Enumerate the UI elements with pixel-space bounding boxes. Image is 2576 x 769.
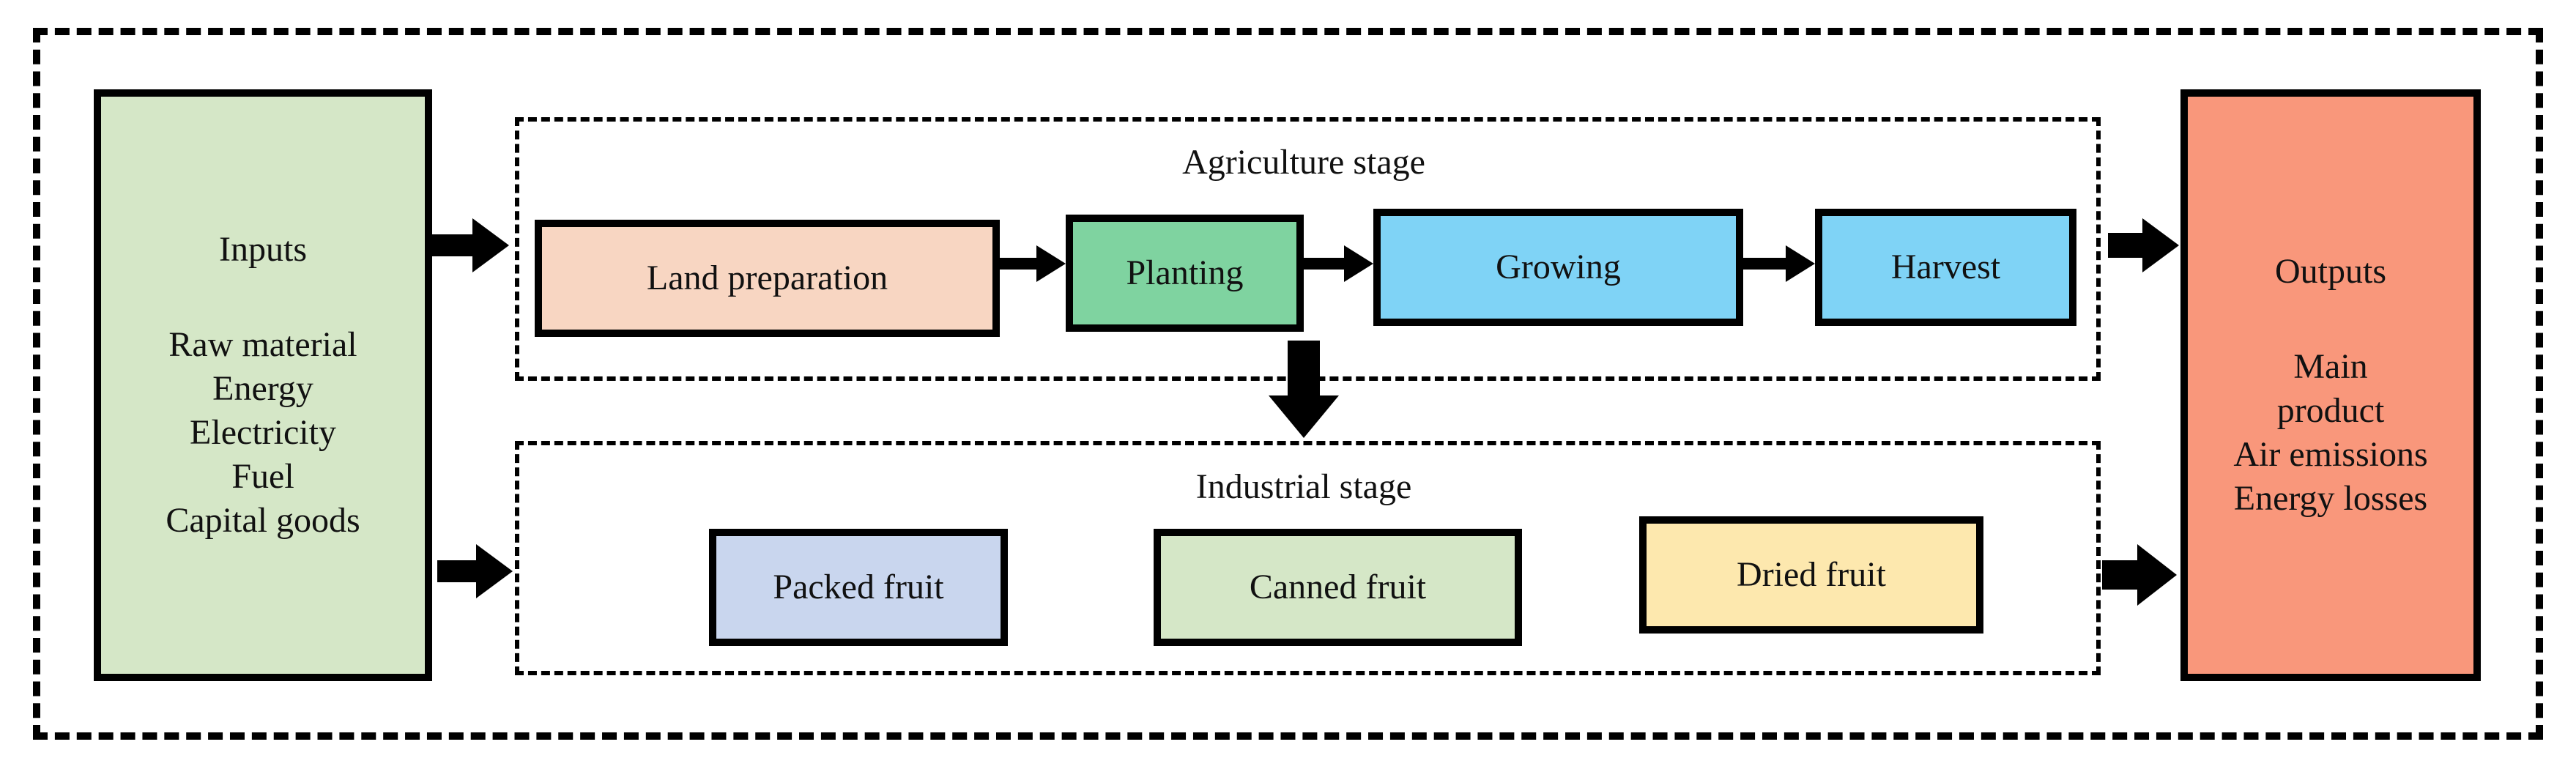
- output-item: Main: [2293, 347, 2368, 386]
- input-item: Capital goods: [166, 501, 360, 540]
- input-item: Fuel: [231, 457, 294, 496]
- industrial-stage-title: Industrial stage: [1195, 467, 1412, 506]
- harvest-step: Harvest: [1815, 209, 2076, 326]
- input-item: Raw material: [168, 325, 357, 364]
- arrow-right-icon: [1304, 245, 1373, 282]
- inputs-title: Inputs: [219, 230, 307, 269]
- arrow-right-icon: [432, 218, 509, 272]
- growing-step: Growing: [1373, 209, 1743, 326]
- arrow-down-icon: [1269, 341, 1339, 438]
- outputs-box: Outputs Main product Air emissions Energ…: [2180, 89, 2481, 681]
- land-preparation-step: Land preparation: [535, 220, 1000, 337]
- planting-step: Planting: [1066, 215, 1304, 332]
- industrial-stage: [515, 441, 2101, 675]
- output-item: Energy losses: [2233, 479, 2428, 518]
- output-item: Air emissions: [2233, 435, 2428, 474]
- agriculture-stage-title: Agriculture stage: [1182, 143, 1425, 182]
- arrow-right-icon: [2108, 218, 2179, 272]
- arrow-right-icon: [2102, 544, 2177, 606]
- canned-fruit-product: Canned fruit: [1154, 529, 1522, 646]
- arrow-right-icon: [1000, 245, 1066, 282]
- arrow-right-icon: [437, 544, 513, 598]
- output-item: product: [2276, 391, 2385, 430]
- packed-fruit-product: Packed fruit: [709, 529, 1008, 646]
- system-boundary: [33, 28, 2543, 740]
- arrow-right-icon: [1743, 245, 1815, 282]
- input-item: Electricity: [190, 413, 336, 452]
- input-item: Energy: [212, 369, 313, 408]
- dried-fruit-product: Dried fruit: [1639, 516, 1983, 634]
- inputs-box: Inputs Raw material Energy Electricity F…: [94, 89, 432, 681]
- outputs-title: Outputs: [2274, 252, 2386, 291]
